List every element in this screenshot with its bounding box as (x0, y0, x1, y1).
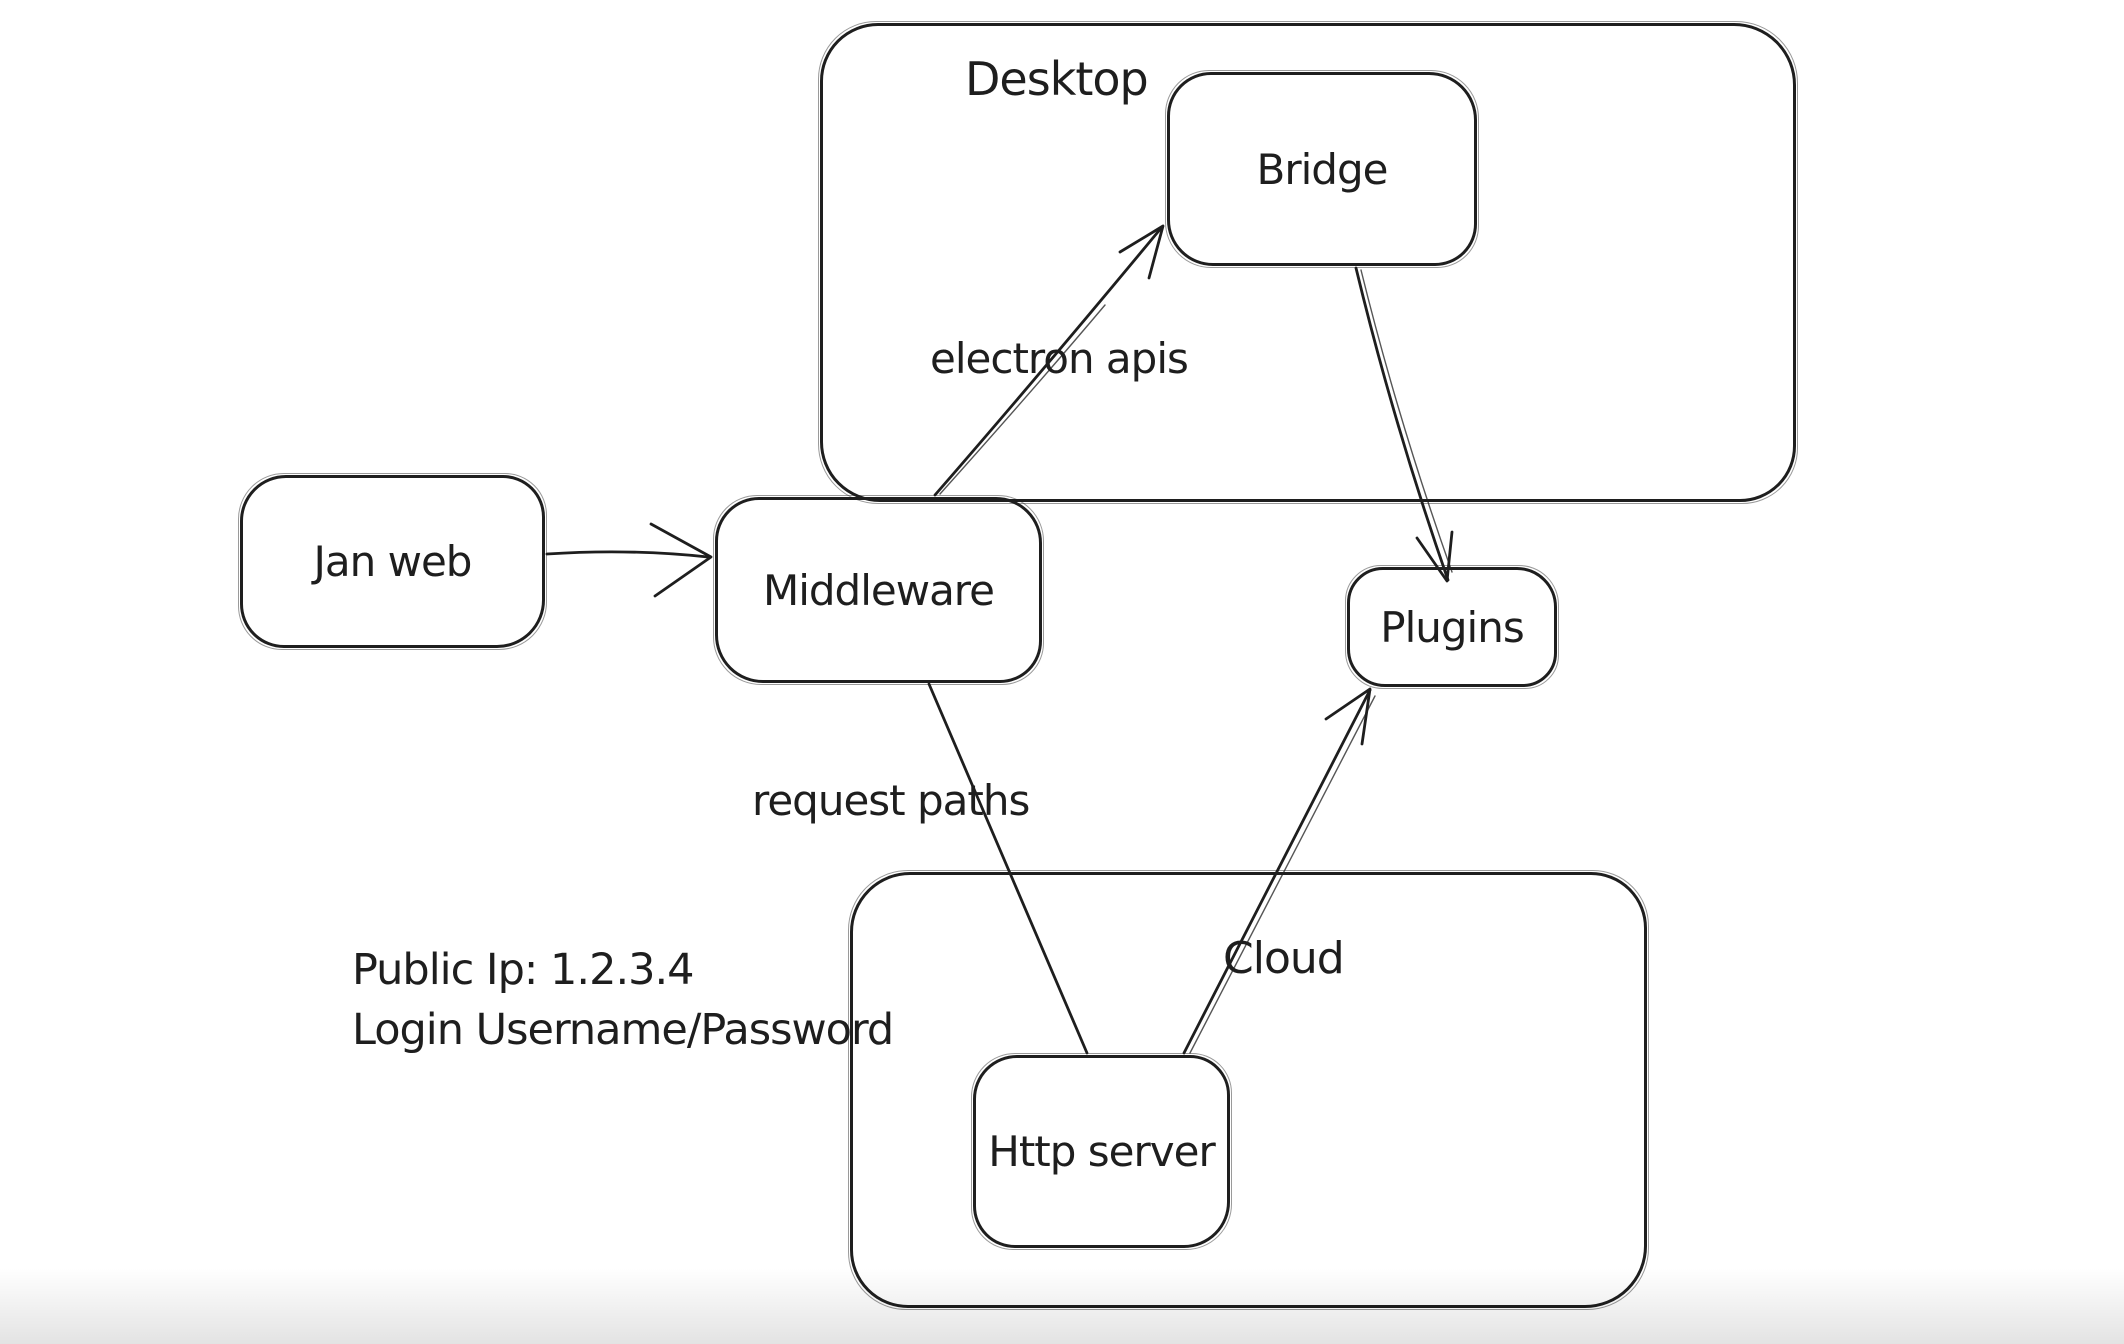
edge-jan-web-to-middleware[interactable] (545, 522, 713, 598)
node-plugins[interactable]: Plugins (1345, 565, 1559, 689)
node-http-server[interactable]: Http server (971, 1053, 1232, 1250)
annotation-public-ip: Public Ip: 1.2.3.4 (352, 945, 695, 995)
bottom-fade-gradient (0, 1268, 2124, 1344)
node-bridge-label: Bridge (1256, 144, 1389, 194)
arrowhead (649, 522, 713, 598)
container-cloud[interactable]: Cloud (848, 870, 1649, 1310)
annotation-login: Login Username/Password (352, 1005, 894, 1055)
edge-label-request-paths[interactable]: request paths (752, 776, 1030, 825)
node-jan-web-label: Jan web (313, 537, 473, 586)
node-http-server-label: Http server (988, 1127, 1215, 1176)
edge-line[interactable] (545, 550, 710, 559)
container-desktop-label: Desktop (965, 52, 1149, 106)
arrowhead (1324, 687, 1372, 746)
node-bridge[interactable]: Bridge (1165, 70, 1479, 268)
node-middleware-label: Middleware (762, 565, 995, 615)
node-plugins-label: Plugins (1380, 602, 1524, 652)
edge-label-electron-apis[interactable]: electron apis (930, 334, 1189, 383)
node-middleware[interactable]: Middleware (713, 495, 1044, 685)
container-cloud-label: Cloud (1223, 933, 1345, 984)
annotation-credentials[interactable]: Public Ip: 1.2.3.4 Login Username/Passwo… (352, 940, 894, 1060)
node-jan-web[interactable]: Jan web (238, 473, 547, 650)
